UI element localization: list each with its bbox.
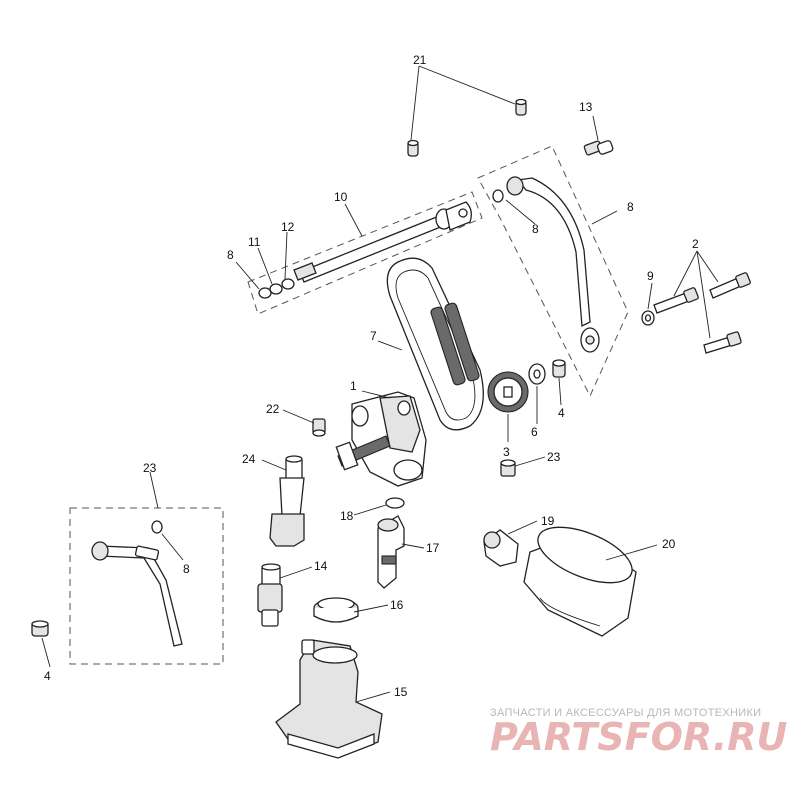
callout-4-left: 4 [44, 669, 51, 683]
callout-8-left: 8 [227, 248, 234, 262]
bolt-4-left [31, 620, 49, 637]
o-ring-8-left [258, 287, 272, 299]
callout-18: 18 [340, 509, 354, 523]
callout-24: 24 [242, 452, 256, 466]
callout-14: 14 [314, 559, 328, 573]
callout-21: 21 [413, 53, 427, 67]
relief-valve-24 [269, 455, 305, 547]
watermark-brand-part1: PARTS [490, 715, 625, 759]
seal-16 [313, 597, 359, 623]
group-outline-23 [69, 507, 224, 665]
group-outline-10 [247, 191, 483, 315]
callout-17: 17 [426, 541, 440, 555]
sprocket-3 [487, 371, 529, 413]
callout-12: 12 [281, 220, 295, 234]
bolt-22-right [500, 459, 516, 477]
callout-9: 9 [647, 269, 654, 283]
leader-lines [41, 65, 719, 703]
washer-9 [641, 310, 655, 326]
bolt-2-middle [653, 287, 699, 314]
union-19 [483, 529, 519, 567]
o-ring-12 [281, 278, 295, 290]
watermark-brand-part2: FOR.RU [625, 715, 788, 759]
group-outline-7 [477, 145, 629, 398]
callout-3: 3 [503, 445, 510, 459]
bolt-4-right [552, 359, 566, 378]
callout-5: 6 [531, 425, 538, 439]
oil-pipe-10 [293, 201, 472, 283]
callout-8-right: 8 [532, 222, 539, 236]
oil-feed-pipe-7 [506, 176, 600, 353]
oil-pipe-23 [91, 541, 183, 647]
relief-valve-14 [257, 563, 283, 627]
dowel-pin-21-lower [407, 139, 419, 157]
callout-2: 2 [692, 237, 699, 251]
callout-22-left: 22 [266, 402, 280, 416]
dowel-pin-21-upper [515, 98, 527, 116]
oil-pump-1 [335, 391, 427, 487]
oil-filter-20 [523, 526, 637, 637]
bolt-2-lower [703, 331, 742, 354]
callout-16: 16 [390, 598, 404, 612]
watermark-tagline: ЗАПЧАСТИ И АКСЕССУАРЫ ДЛЯ МОТОТЕХНИКИ [490, 707, 761, 719]
callout-11: 11 [248, 235, 261, 249]
callout-8-lower: 8 [183, 562, 190, 576]
callout-4-right: 4 [558, 406, 565, 420]
o-ring-8-lower [151, 520, 163, 534]
o-ring-11 [269, 283, 283, 295]
callout-6: 7 [370, 329, 377, 343]
callout-19: 19 [541, 514, 555, 528]
callout-20: 20 [662, 537, 676, 551]
oil-strainer-15 [275, 639, 383, 759]
chain-links-6 [430, 302, 480, 386]
shaft-17 [377, 515, 405, 589]
watermark-brand: PARTSFOR.RU [490, 715, 788, 759]
callout-13: 13 [579, 100, 593, 114]
washer-5 [528, 363, 546, 385]
callout-7: 8 [627, 200, 634, 214]
callout-23: 23 [143, 461, 157, 475]
callout-10: 10 [334, 190, 348, 204]
drive-chain-6 [386, 257, 484, 431]
o-ring-8-right [492, 189, 504, 203]
bolt-22-left [312, 418, 326, 437]
watermark: ЗАПЧАСТИ И АКСЕССУАРЫ ДЛЯ МОТОТЕХНИКИ PA… [490, 707, 788, 759]
callout-15: 15 [394, 685, 408, 699]
bolt-13 [583, 140, 614, 156]
bolt-2-upper [709, 272, 751, 299]
callout-22-right: 23 [547, 450, 561, 464]
o-ring-18 [385, 497, 405, 509]
callout-1: 1 [350, 379, 357, 393]
